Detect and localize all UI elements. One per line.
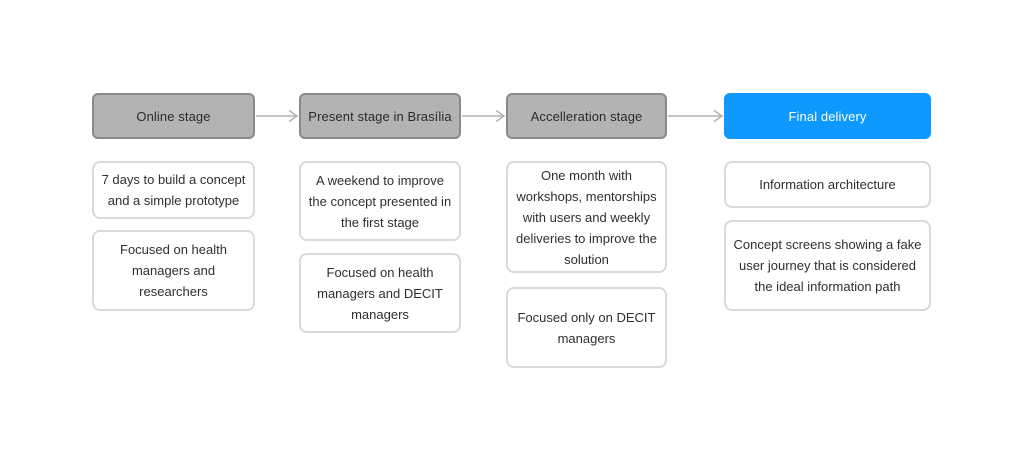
- card-online-audience: Focused on health managers and researche…: [92, 230, 255, 311]
- card-text: Information architecture: [759, 177, 896, 192]
- stage-header-present-brasilia: Present stage in Brasília: [299, 93, 461, 139]
- arrow-right-icon: [256, 109, 299, 123]
- arrow-right-icon: [462, 109, 506, 123]
- card-final-concept-screens: Concept screens showing a fake user jour…: [724, 220, 931, 311]
- card-acceleration-duration: One month with workshops, mentorships wi…: [506, 161, 667, 273]
- card-present-audience: Focused on health managers and DECIT man…: [299, 253, 461, 333]
- card-text: A weekend to improve the concept present…: [308, 172, 452, 230]
- card-text: 7 days to build a concept and a simple p…: [101, 172, 246, 208]
- stage-title: Accelleration stage: [530, 108, 643, 124]
- arrow-right-icon: [668, 109, 724, 123]
- stage-header-acceleration: Accelleration stage: [506, 93, 667, 139]
- stage-title: Present stage in Brasília: [308, 108, 452, 124]
- stage-title: Online stage: [136, 108, 211, 124]
- card-text: Focused on health managers and researche…: [120, 242, 227, 299]
- card-text: Focused on health managers and DECIT man…: [317, 264, 443, 322]
- stage-header-final-delivery: Final delivery: [724, 93, 931, 139]
- card-text: One month with workshops, mentorships wi…: [516, 167, 657, 267]
- card-online-duration: 7 days to build a concept and a simple p…: [92, 161, 255, 219]
- card-final-information-architecture: Information architecture: [724, 161, 931, 208]
- card-present-duration: A weekend to improve the concept present…: [299, 161, 461, 241]
- stage-title: Final delivery: [788, 108, 867, 124]
- stage-header-online: Online stage: [92, 93, 255, 139]
- card-text: Focused only on DECIT managers: [517, 309, 656, 346]
- card-acceleration-audience: Focused only on DECIT managers: [506, 287, 667, 368]
- card-text: Concept screens showing a fake user jour…: [733, 237, 922, 294]
